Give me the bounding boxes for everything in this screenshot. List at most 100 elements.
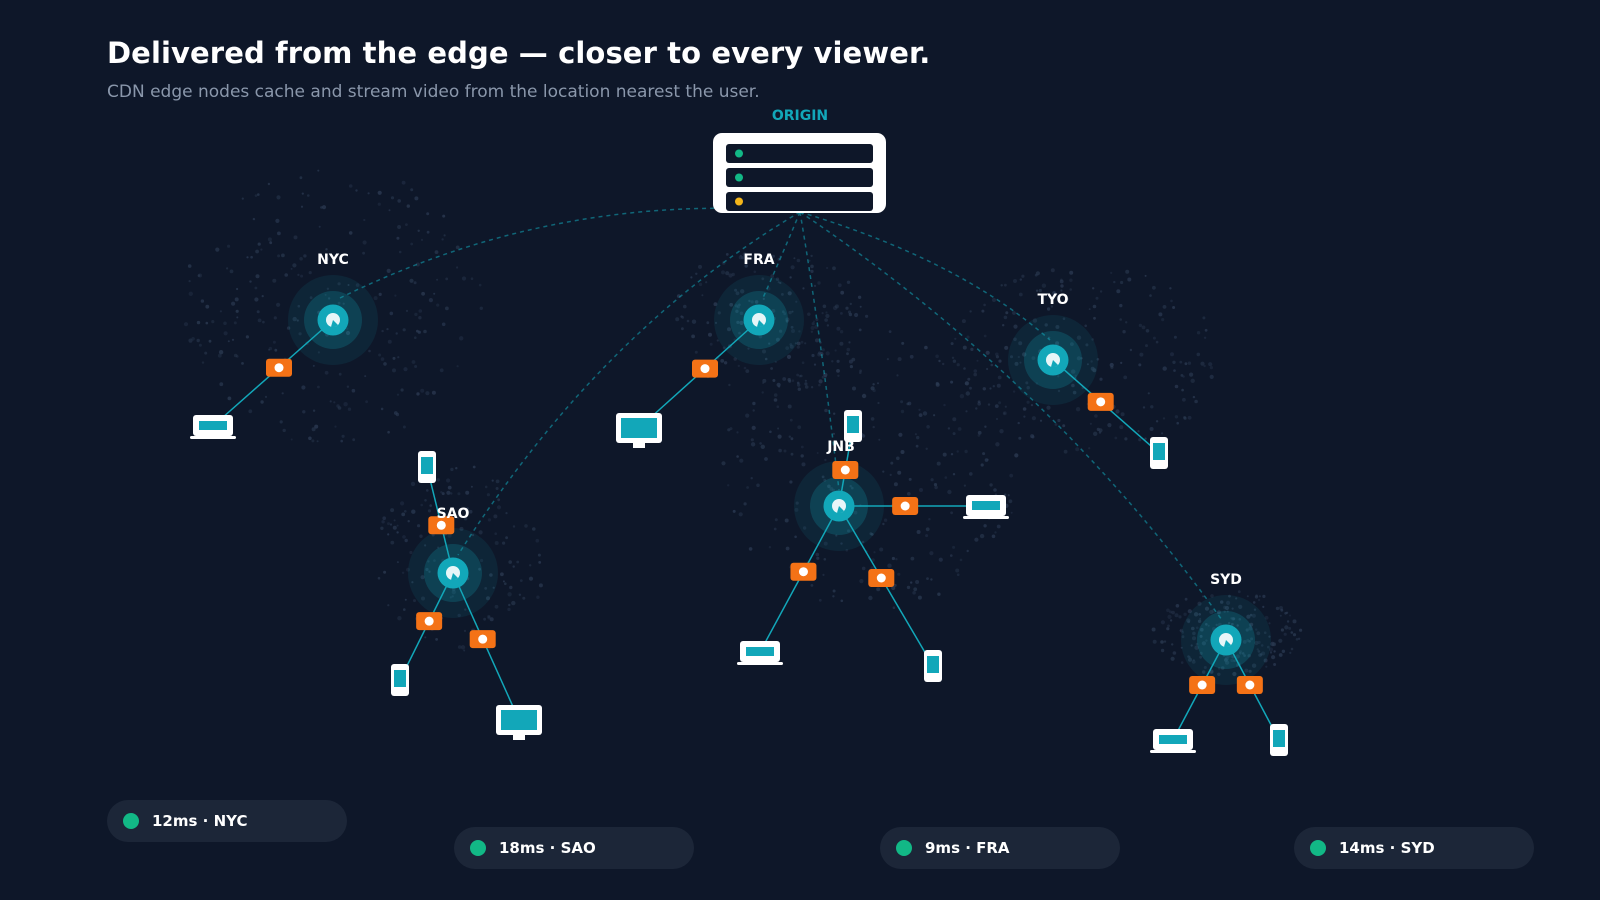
- density-dot: [489, 573, 493, 577]
- density-dot: [272, 340, 276, 344]
- density-dot: [1129, 348, 1133, 352]
- density-dot: [804, 385, 809, 389]
- density-dot: [455, 245, 460, 250]
- edge-node-jnb[interactable]: [794, 461, 884, 551]
- density-dot: [471, 533, 475, 537]
- density-dot: [325, 248, 328, 251]
- density-dot: [1286, 620, 1290, 623]
- phone-icon[interactable]: [924, 650, 942, 682]
- density-dot: [963, 484, 967, 487]
- density-dot: [725, 271, 730, 276]
- density-dot: [1124, 437, 1128, 441]
- density-dot: [888, 330, 892, 333]
- density-dot: [1018, 292, 1023, 297]
- density-dot: [952, 417, 957, 422]
- density-dot: [740, 289, 745, 294]
- density-dot: [1260, 644, 1264, 647]
- density-dot: [907, 492, 911, 496]
- density-dot: [406, 204, 410, 208]
- density-dot: [675, 317, 680, 322]
- phone-icon[interactable]: [1150, 437, 1168, 469]
- density-dot: [279, 420, 283, 424]
- density-dot: [1167, 624, 1170, 628]
- density-dot: [993, 488, 997, 492]
- monitor-icon[interactable]: [496, 705, 542, 740]
- density-dot: [249, 280, 252, 283]
- density-dot: [426, 212, 430, 216]
- laptop-icon[interactable]: [190, 415, 236, 439]
- density-dot: [390, 196, 395, 200]
- phone-icon[interactable]: [1270, 724, 1288, 756]
- density-dot: [388, 209, 391, 212]
- density-dot: [1223, 610, 1226, 613]
- density-dot: [1292, 619, 1297, 624]
- density-dot: [778, 448, 782, 453]
- density-dot: [839, 341, 844, 346]
- density-dot: [1169, 610, 1172, 614]
- phone-icon[interactable]: [391, 664, 409, 696]
- density-dot: [417, 524, 421, 528]
- edge-node-nyc[interactable]: [288, 275, 378, 365]
- density-dot: [377, 202, 381, 206]
- origin-link-jnb: [799, 211, 840, 491]
- origin-server-icon[interactable]: [713, 133, 886, 213]
- laptop-icon[interactable]: [737, 641, 783, 665]
- density-dot: [743, 502, 747, 506]
- density-dot: [982, 452, 986, 456]
- density-dot: [1063, 449, 1068, 454]
- density-dot: [1090, 366, 1095, 371]
- density-dot: [348, 184, 353, 188]
- density-dot: [1280, 628, 1284, 632]
- density-dot: [821, 475, 825, 479]
- density-dot: [1142, 406, 1146, 409]
- edge-node-tyo[interactable]: [1008, 315, 1098, 405]
- density-dot: [725, 253, 729, 256]
- density-dot: [901, 341, 905, 345]
- density-dot: [783, 449, 787, 453]
- density-dot: [1201, 641, 1206, 646]
- density-dot: [416, 392, 420, 396]
- density-dot: [1005, 311, 1009, 315]
- density-dot: [1209, 609, 1214, 615]
- laptop-icon[interactable]: [963, 495, 1009, 519]
- density-dot: [998, 401, 1002, 405]
- density-dot: [352, 438, 356, 442]
- density-dot: [772, 379, 776, 382]
- laptop-base: [1150, 750, 1196, 753]
- density-dot: [810, 330, 814, 333]
- density-dot: [818, 379, 823, 384]
- density-dot: [999, 429, 1004, 434]
- density-dot: [690, 276, 693, 279]
- density-dot: [284, 273, 289, 277]
- density-dot: [787, 404, 792, 409]
- density-dot: [964, 381, 970, 386]
- density-dot: [1172, 651, 1177, 655]
- density-dot: [1269, 647, 1273, 652]
- density-dot: [832, 432, 836, 435]
- density-dot: [428, 298, 433, 303]
- density-dot: [827, 484, 831, 489]
- stream-badges: [266, 358, 1263, 694]
- edge-node-sao[interactable]: [408, 528, 498, 618]
- edge-node-syd[interactable]: [1181, 595, 1271, 685]
- density-dot: [411, 581, 414, 584]
- phone-icon[interactable]: [418, 451, 436, 483]
- density-dot: [1220, 600, 1224, 604]
- density-dot: [897, 357, 902, 362]
- density-dot: [1084, 324, 1087, 328]
- density-dot: [450, 492, 453, 495]
- phone-icon[interactable]: [844, 410, 862, 442]
- density-dot: [915, 444, 919, 448]
- density-dot: [739, 320, 744, 325]
- edge-node-fra[interactable]: [714, 275, 804, 365]
- density-dot: [1013, 324, 1018, 329]
- monitor-icon[interactable]: [616, 413, 662, 448]
- density-dot: [771, 309, 776, 313]
- density-dot: [1187, 655, 1190, 658]
- density-dot: [1086, 363, 1089, 366]
- density-dot: [1019, 361, 1022, 364]
- density-dot: [997, 375, 1002, 380]
- laptop-icon[interactable]: [1150, 729, 1196, 753]
- density-dot: [1193, 612, 1199, 617]
- density-dot: [795, 501, 799, 505]
